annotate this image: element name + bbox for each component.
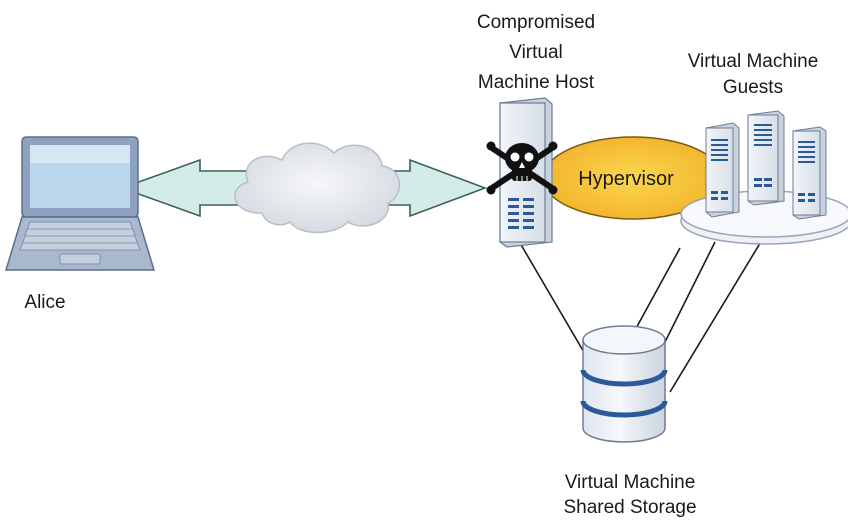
storage-label-line-2: Shared Storage xyxy=(563,497,697,518)
host-label-line-3: Machine Host xyxy=(477,72,595,93)
cloud-icon xyxy=(234,142,401,234)
laptop-icon xyxy=(4,136,156,271)
host-label-line-1: Compromised xyxy=(476,12,596,33)
hypervisor-label: Hypervisor xyxy=(578,168,674,190)
link-guests-to-storage-3 xyxy=(669,234,766,393)
database-cylinder-icon xyxy=(580,325,668,443)
alice-label: Alice xyxy=(24,292,66,313)
skull-crossbones-icon xyxy=(486,141,558,195)
host-label-line-2: Virtual xyxy=(509,42,563,63)
server-cluster-icon xyxy=(680,110,848,245)
link-host-to-storage xyxy=(519,242,586,355)
guests-label-line-2: Guests xyxy=(722,77,784,98)
storage-label-line-1: Virtual Machine xyxy=(564,472,696,493)
guests-label-line-1: Virtual Machine xyxy=(687,51,819,72)
